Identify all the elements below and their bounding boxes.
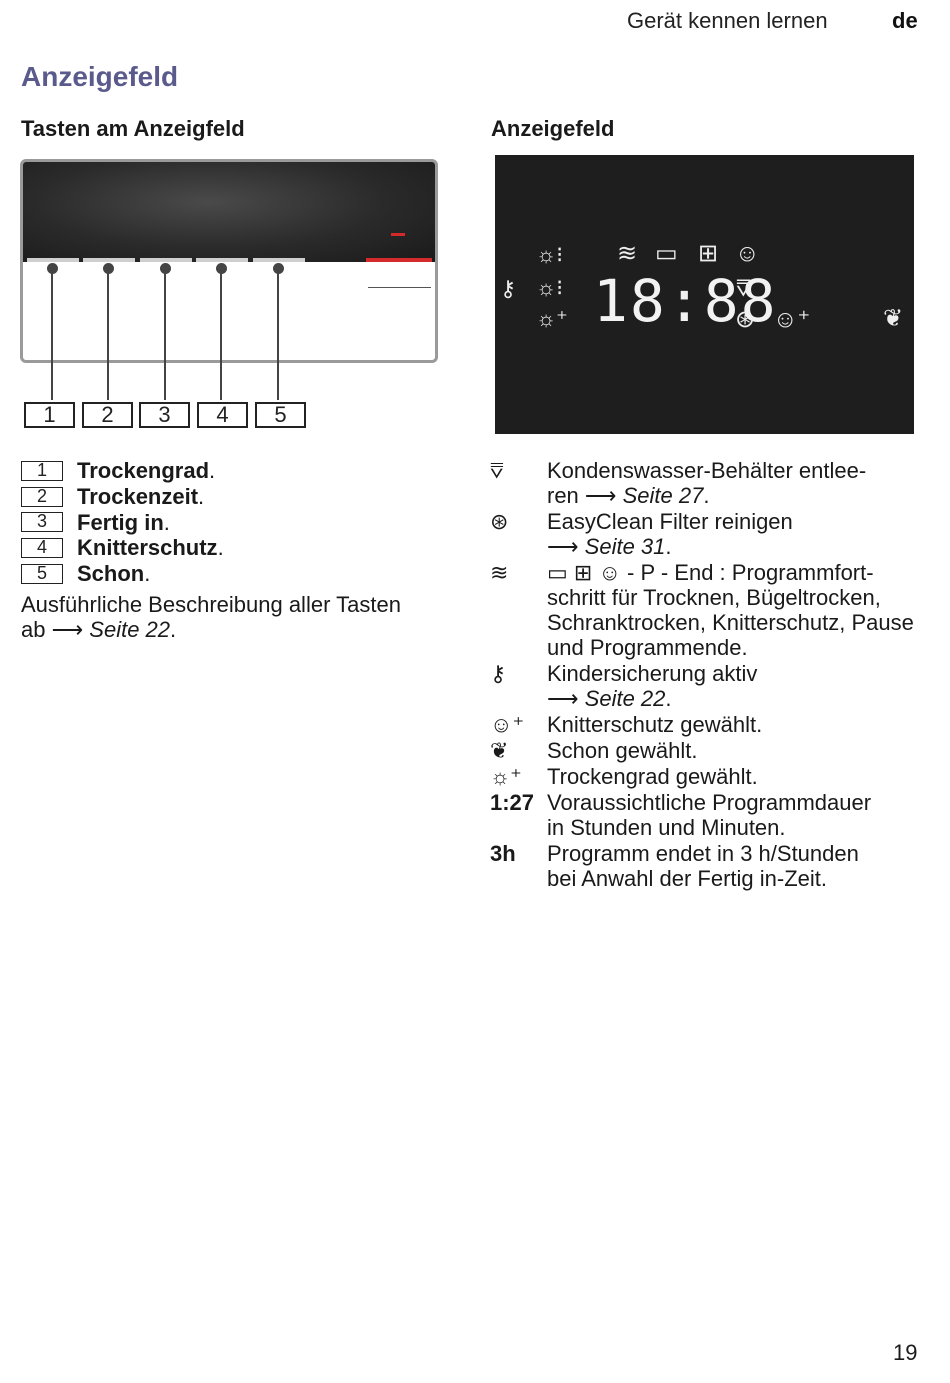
time-digits: 18:88 (593, 267, 778, 335)
duration-label: 1:27 (490, 790, 535, 815)
subtitle-buttons: Tasten am Anzeigfeld (21, 116, 245, 141)
list-item: 4 Knitterschutz. (21, 535, 224, 561)
anti-crease-icon: ☺ (735, 240, 760, 267)
button-legend: 1 Trockengrad. 2 Trockenzeit. 3 Fertig i… (21, 458, 224, 587)
list-item: ☺⁺ Knitterschutz gewählt. (490, 712, 763, 737)
filter-icon: ⊛ (490, 509, 509, 534)
key-label: Fertig in (77, 509, 164, 535)
list-item: ≋ ▭ ⊞ ☺ - P - End : Programmfort- schrit… (490, 560, 914, 660)
subtitle-display: Anzeigefeld (491, 116, 615, 141)
key-number: 5 (21, 564, 63, 585)
callout-line (220, 268, 222, 400)
callout-line (107, 268, 109, 400)
key-number: 4 (21, 538, 63, 559)
child-lock-icon: ⚷ (490, 661, 507, 686)
arrow-icon: ⟶ (51, 617, 84, 642)
list-item: 1 Trockengrad. (21, 458, 224, 484)
list-item: 3 Fertig in. (21, 510, 224, 536)
list-item: ⊛ EasyClean Filter reinigen ⟶ Seite 31. (490, 509, 793, 559)
page-reference[interactable]: Seite 22 (584, 686, 666, 711)
condenser-tank-icon: ⩢ (736, 275, 751, 302)
page-reference[interactable]: Seite 22 (89, 617, 171, 642)
list-item: ⚷ Kindersicherung aktiv ⟶ Seite 22. (490, 661, 758, 711)
key-label: Trockenzeit (77, 483, 199, 509)
key-label: Trockengrad (77, 457, 210, 483)
callout-line (277, 268, 279, 400)
list-item: ☼⁺ Trockengrad gewählt. (490, 764, 758, 789)
list-item: 1:27 Voraussichtliche Programmdauer in S… (490, 790, 872, 840)
running-header-section: Gerät kennen lernen (627, 8, 828, 33)
drying-icon: ≋ (617, 240, 638, 267)
list-item: 3h Programm endet in 3 h/Stunden bei Anw… (490, 841, 859, 891)
key-number: 2 (21, 486, 63, 507)
key-label: Knitterschutz (77, 535, 218, 561)
panel-red-strip (366, 258, 432, 262)
page-title: Anzeigefeld (21, 61, 179, 92)
child-lock-icon: ⚷ (500, 276, 517, 301)
callout-number: 5 (255, 402, 306, 428)
anti-crease-icon: ☺⁺ (773, 306, 811, 333)
panel-red-indicator (391, 233, 405, 236)
panel-key-1 (27, 258, 79, 262)
drying-icon: ≋ (490, 560, 509, 585)
end-time-label: 3h (490, 841, 516, 866)
anti-crease-icon: ☺⁺ (490, 712, 525, 737)
list-item: 5 Schon. (21, 561, 224, 587)
cupboard-icon: ⊞ (698, 240, 719, 267)
arrow-icon: ⟶ (547, 686, 579, 711)
panel-key-2 (83, 258, 135, 262)
button-description: Ausführliche Beschreibung aller Tasten a… (21, 592, 401, 642)
running-header-language: de (892, 8, 918, 33)
iron-icon: ▭ (655, 240, 678, 267)
arrow-icon: ⟶ (584, 483, 617, 508)
list-item: ❦ Schon gewählt. (490, 738, 698, 763)
page-reference[interactable]: Seite 31 (584, 534, 666, 559)
dryness-icon: ☼⁺ (490, 764, 522, 789)
dryness-icon: ☼⁝ (536, 275, 564, 300)
filter-icon: ⊛ (735, 306, 756, 333)
panel-glass (23, 162, 435, 262)
arrow-icon: ⟶ (547, 534, 579, 559)
display-legend: ⩢ Kondenswasser-Behälter entlee- ren ⟶ S… (490, 458, 930, 892)
panel-key-5 (253, 258, 305, 262)
dryness-icon: ☼⁝ (536, 242, 564, 267)
key-label: Schon (77, 561, 145, 587)
callout-number: 2 (82, 402, 133, 428)
list-item: ⩢ Kondenswasser-Behälter entlee- ren ⟶ S… (490, 458, 867, 508)
key-number: 3 (21, 512, 63, 533)
dryness-icon: ☼⁺ (536, 306, 568, 331)
list-item: 2 Trockenzeit. (21, 484, 224, 510)
panel-key-3 (140, 258, 192, 262)
callout-number: 1 (24, 402, 75, 428)
condenser-tank-icon: ⩢ (490, 458, 504, 483)
page-number: 19 (893, 1340, 918, 1365)
page-reference[interactable]: Seite 27 (622, 483, 704, 508)
callout-line (164, 268, 166, 400)
key-number: 1 (21, 460, 63, 481)
callout-line (51, 268, 53, 400)
gentle-icon: ❦ (883, 305, 904, 332)
callout-number: 4 (197, 402, 248, 428)
display-illustration: ☼⁝ ☼⁝ ☼⁺ ⚷ ≋ ▭ ⊞ ☺ 18:88 ⩢ ⊛ ☺⁺ ❦ (495, 155, 914, 434)
panel-key-4 (196, 258, 248, 262)
button-panel-illustration (20, 159, 438, 363)
gentle-icon: ❦ (490, 738, 509, 763)
panel-divider (368, 287, 431, 288)
callout-number: 3 (139, 402, 190, 428)
